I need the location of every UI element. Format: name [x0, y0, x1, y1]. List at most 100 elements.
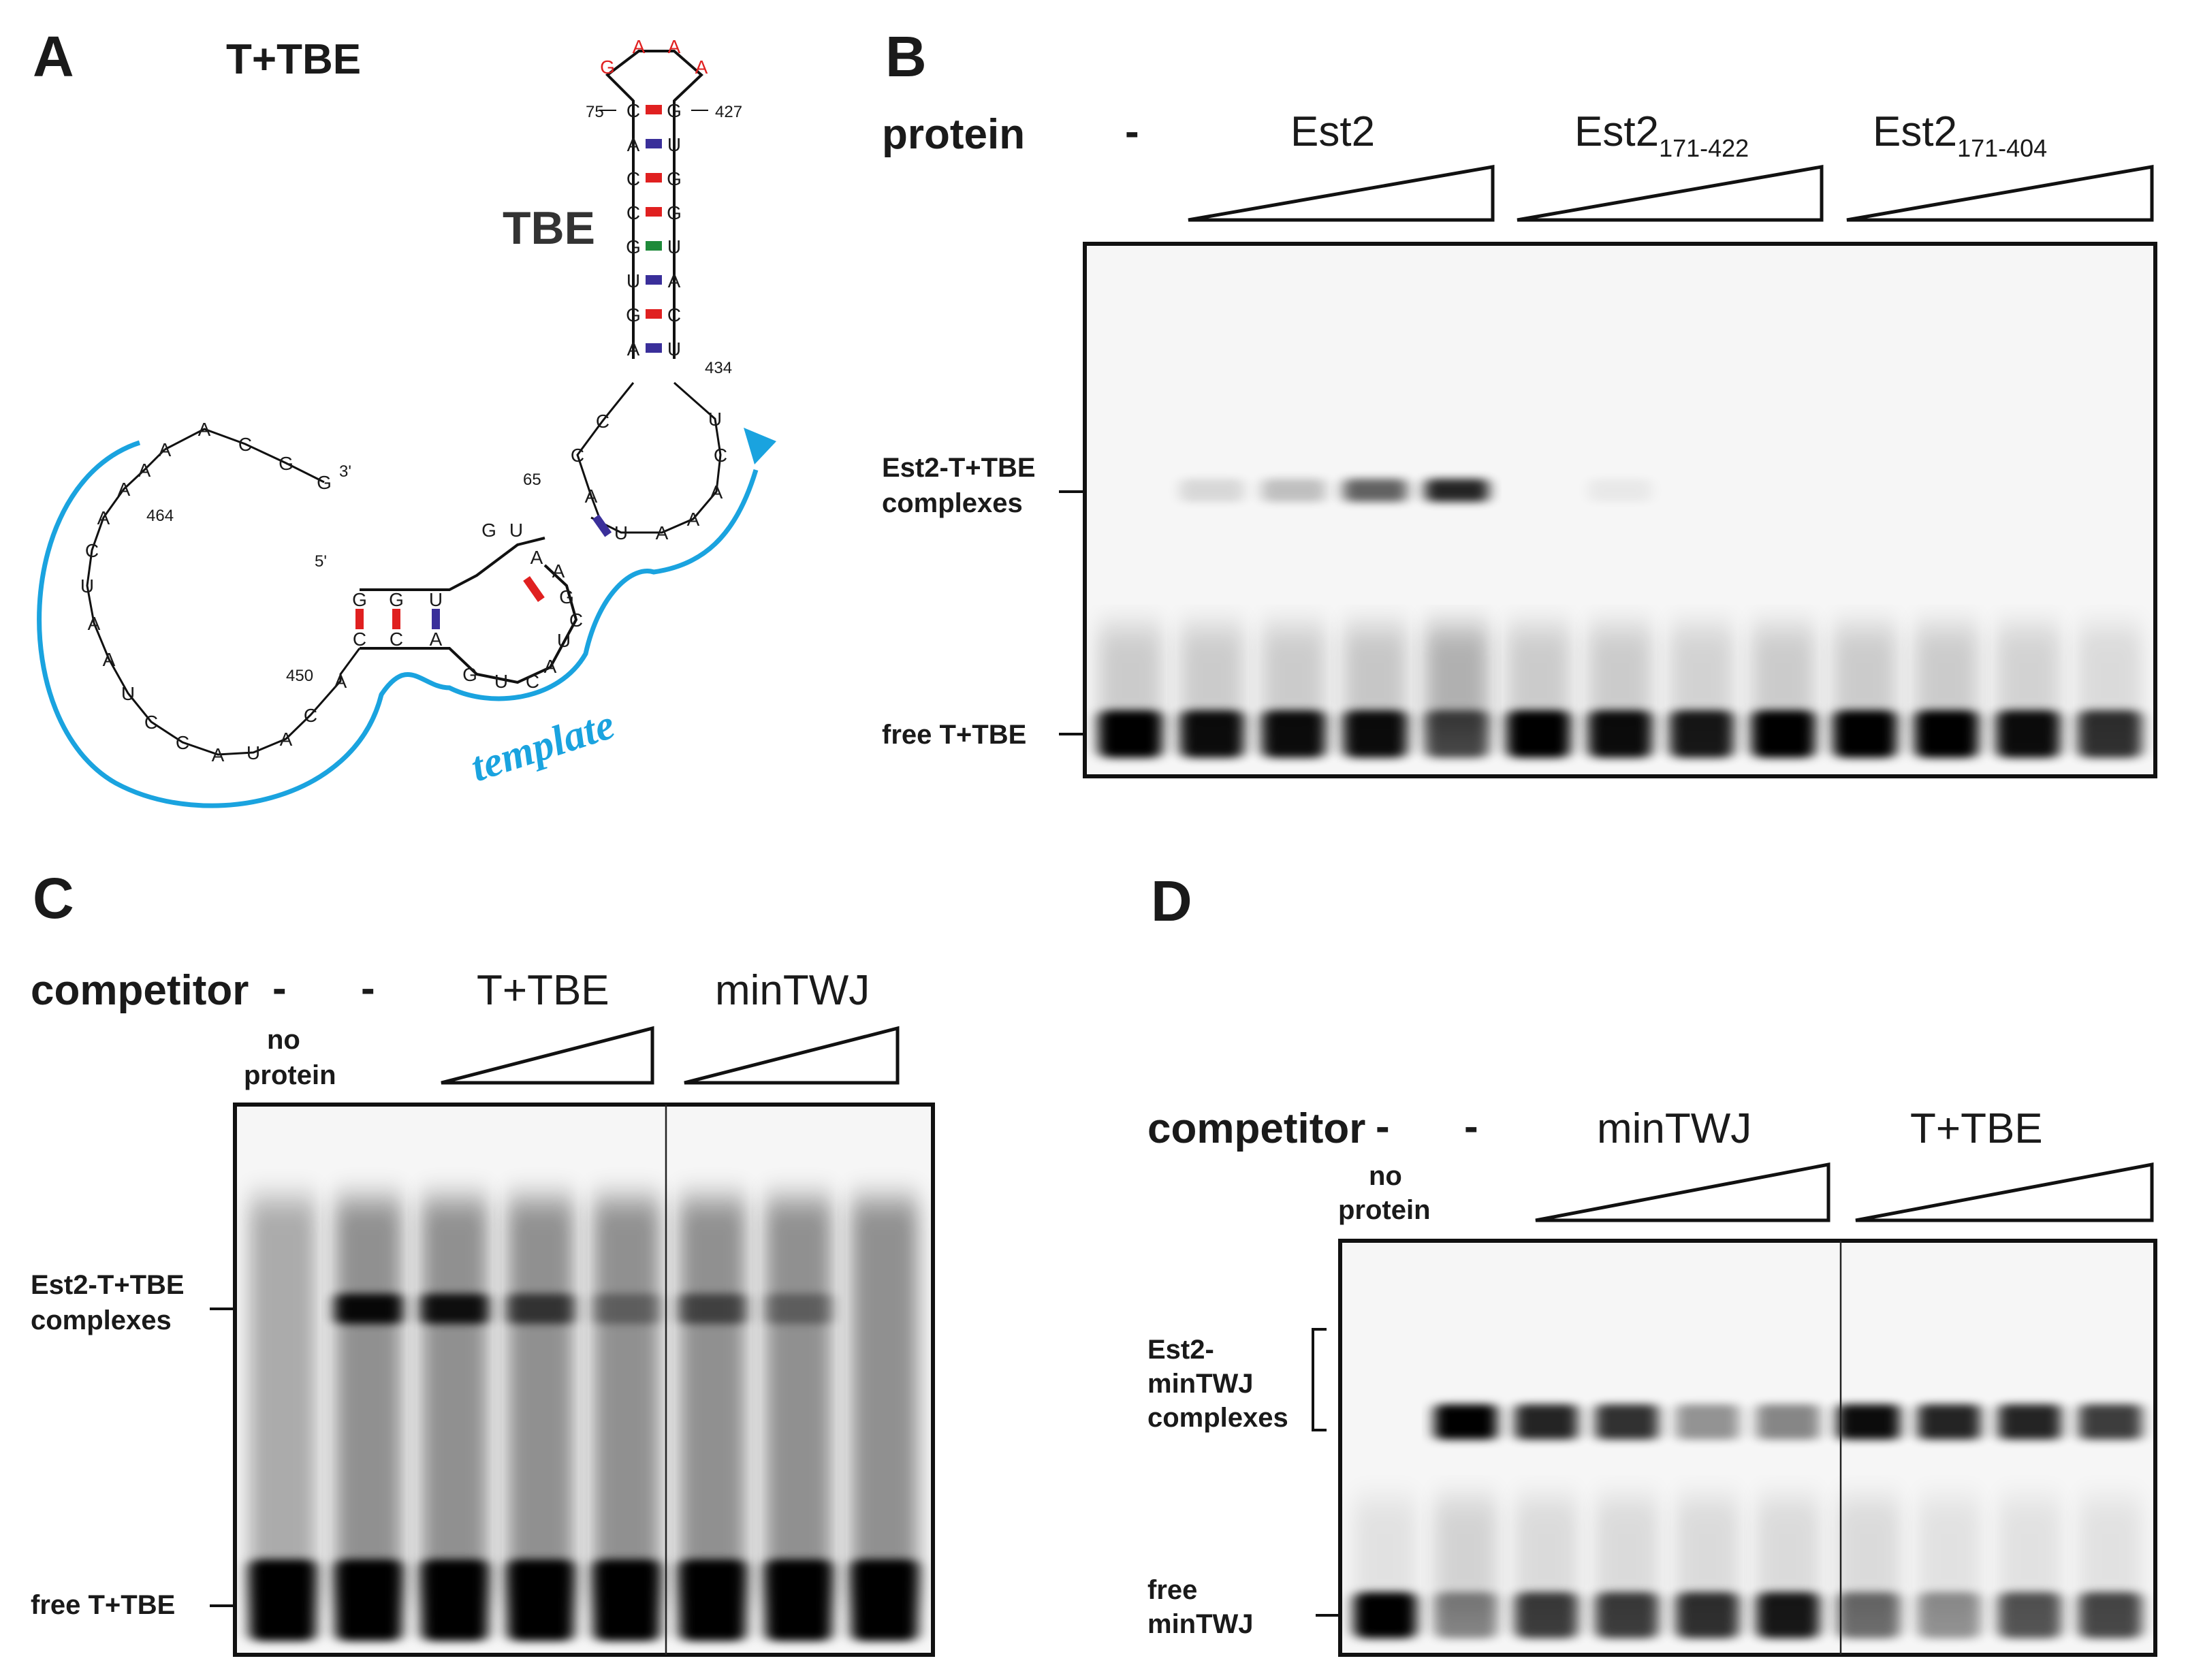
inner-nt-2: G	[559, 586, 574, 607]
gel-free-band	[1180, 710, 1244, 758]
num-427: 427	[715, 103, 742, 121]
panel-b-group-2: Est2171-422	[1574, 108, 1749, 162]
big-loop-nt-7: U	[121, 683, 135, 704]
arc-right-nt-3: A	[687, 509, 700, 530]
tail-nt-2: G	[279, 453, 294, 474]
inner-nt-8: G	[462, 664, 477, 685]
panel-d-dash-2: -	[1464, 1103, 1478, 1150]
panel-d-group-1: minTWJ	[1597, 1105, 1751, 1152]
stem-right-nt-4: U	[667, 236, 681, 257]
panel-d-free-label-2: minTWJ	[1147, 1609, 1254, 1639]
big-loop-nt-0: A	[334, 671, 347, 692]
gel-complex-band	[1998, 1404, 2061, 1440]
gel-free-band	[1914, 710, 1979, 758]
inner-nt-7: U	[494, 671, 508, 692]
stem-right-nt-7: U	[667, 338, 681, 360]
gel-complex-band	[1425, 479, 1489, 502]
pk-pair-1	[392, 609, 400, 629]
gel-free-band	[1506, 710, 1570, 758]
panel-b-row-label: protein	[882, 111, 1025, 158]
gel-complex-band	[2078, 1404, 2142, 1440]
gel-free-band	[1098, 710, 1162, 758]
tail-nt-3: G	[317, 472, 332, 493]
pk-backbone-bottom	[360, 564, 578, 684]
gel-complex-band	[765, 1294, 832, 1324]
panel-d-letter: D	[1151, 869, 1192, 933]
gel-smear	[249, 1199, 317, 1600]
gel-free-band	[249, 1559, 317, 1641]
pk-pair-0	[355, 609, 364, 629]
panel-c-wedge-1	[441, 1026, 654, 1085]
stem-pair-4	[646, 241, 662, 251]
gel-free-band	[765, 1559, 832, 1641]
gel-free-band	[1837, 1592, 1901, 1638]
rna-backbone	[86, 50, 722, 756]
stem-pair-6	[646, 309, 662, 319]
gel-free-band	[1425, 710, 1489, 758]
inner-pair-0	[523, 575, 545, 603]
gel-free-band	[421, 1559, 488, 1641]
gel-free-band	[2078, 1592, 2142, 1638]
arc-right-nt-2: A	[710, 481, 723, 503]
big-loop-nt-15: A	[159, 439, 172, 460]
gel-complex-band	[1918, 1404, 1981, 1440]
num-464: 464	[146, 507, 174, 525]
panel-c-complex-label-2: complexes	[31, 1305, 172, 1335]
gel-complex-band	[1588, 479, 1652, 502]
panel-c-no-protein-1: no	[267, 1025, 300, 1055]
gel-complex-band	[1756, 1404, 1820, 1440]
big-loop-nt-5: C	[176, 732, 189, 753]
panel-d-wedge-1	[1535, 1162, 1830, 1222]
stem-left-nt-0: C	[627, 100, 640, 121]
gel-complex-band	[592, 1294, 661, 1324]
panel-d-dash-1: -	[1376, 1103, 1390, 1150]
panel-c-group-1: T+TBE	[477, 967, 609, 1014]
panel-b-letter: B	[885, 25, 927, 89]
gel-complex-band	[421, 1294, 488, 1324]
panel-d-group-2: T+TBE	[1910, 1105, 2043, 1152]
panel-c-no-protein-2: protein	[244, 1060, 336, 1090]
inner-nt-1: A	[552, 560, 565, 582]
gel-complex-band	[1434, 1404, 1497, 1440]
panel-c-row-label: competitor	[31, 967, 249, 1014]
gel-free-band	[1261, 710, 1326, 758]
big-loop-nt-2: A	[280, 729, 293, 750]
stem-left-nt-3: C	[627, 202, 640, 223]
big-loop-nt-1: C	[304, 705, 317, 726]
tail-nt-1: C	[238, 434, 252, 455]
stem-pair-0	[646, 105, 662, 114]
helix-top-nt-0: G	[481, 520, 496, 541]
big-loop-nt-9: A	[88, 613, 101, 634]
gel-free-band	[1595, 1592, 1659, 1638]
big-loop-nt-4: A	[212, 744, 225, 765]
gel-complex-band	[1261, 479, 1326, 502]
pk-top-nt-2: U	[429, 589, 443, 610]
stem-pair-3	[646, 207, 662, 217]
panel-c-complex-label-1: Est2-T+TBE	[31, 1270, 185, 1300]
big-loop-nt-14: A	[138, 460, 151, 481]
gel-complex-band	[1837, 1404, 1901, 1440]
stem-pair-5	[646, 275, 662, 285]
gel-complex-band	[1676, 1404, 1739, 1440]
stem-right-nt-5: A	[668, 270, 681, 291]
stem-right-nt-0: G	[667, 100, 682, 121]
stem-left-nt-5: U	[627, 270, 640, 291]
gel-free-band	[1515, 1592, 1578, 1638]
panel-d-free-label-1: free	[1147, 1575, 1197, 1605]
gel-smear	[851, 1199, 919, 1600]
inner-nt-6: C	[526, 671, 539, 692]
gel-smear	[507, 1199, 575, 1600]
gel-free-band	[1998, 1592, 2061, 1638]
gel-free-band	[1670, 710, 1734, 758]
tbe-label: TBE	[503, 202, 595, 254]
pk-top-nt-1: G	[389, 589, 404, 610]
panel-c-wedge-2	[684, 1026, 900, 1085]
num-5prime: 5'	[315, 552, 327, 571]
num-65: 65	[523, 471, 541, 489]
num-434: 434	[705, 359, 732, 377]
arc-right-nt-0: U	[708, 409, 722, 430]
big-loop-nt-10: U	[80, 575, 94, 597]
